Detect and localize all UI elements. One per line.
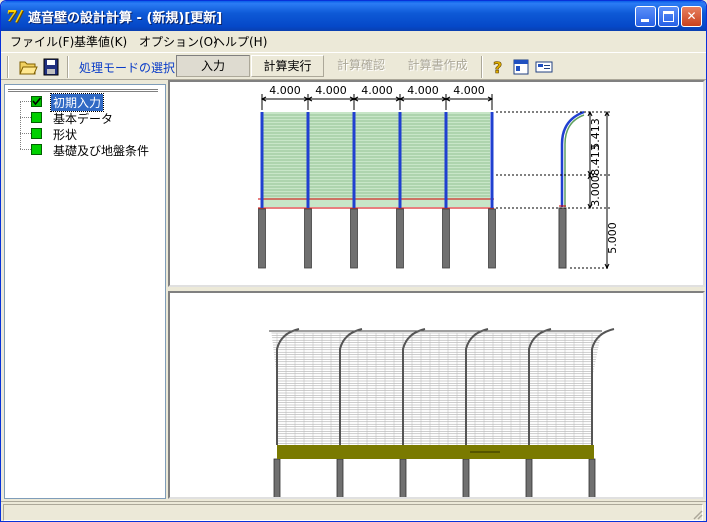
pile [588,458,596,500]
tree-connector [20,133,31,134]
tree-connector [20,117,31,118]
post [402,328,426,445]
menu-options[interactable]: オプション(O) [139,35,218,49]
section-pile [558,207,567,269]
status-square-icon [31,128,42,139]
pile [462,458,470,500]
tree-connector [20,101,31,102]
open-folder-icon[interactable] [18,57,38,77]
post [260,112,264,208]
title-bar[interactable]: 7/ 遮音壁の設計計算 - (新規)[更新] ✕ [1,1,706,31]
post [591,328,615,445]
create-report-button[interactable]: 計算書作成 [407,58,468,72]
toolbar: 処理モードの選択 入力 計算実行 計算確認 計算書作成 ? [1,52,706,80]
pile [399,458,407,500]
menu-file[interactable]: ファイル(F) [10,35,75,49]
section-panel [564,114,585,207]
tree-connector [20,149,31,150]
dim-total-label: 8.413 [589,144,602,176]
dim-lower-label: 3.000 [589,175,602,207]
menu-standard-values[interactable]: 基準値(K) [74,35,128,49]
status-bar [1,501,706,521]
check-calculation-button[interactable]: 計算確認 [336,58,385,72]
post [306,112,310,208]
span-dim-label: 4.000 [453,84,485,97]
svg-text:?: ? [493,58,502,77]
maximize-button[interactable] [658,6,679,27]
post [398,112,402,208]
pile [273,458,281,500]
tree-item-label: 初期入力 [49,93,105,112]
pile [442,208,450,269]
id-card-icon[interactable] [534,57,554,77]
pile [350,208,358,269]
span-dim-label: 4.000 [315,84,347,97]
toolbar-separator-2 [481,56,483,78]
pile [304,208,312,269]
toolbar-grip [7,56,9,78]
window-panel-icon[interactable] [511,57,531,77]
tree-item-label: 基本データ [53,112,114,126]
status-square-icon [31,112,42,123]
help-question-icon[interactable]: ? [488,57,508,77]
minimize-icon [641,19,649,22]
post [444,112,448,208]
perspective-wall [269,328,615,500]
pile [396,208,404,269]
span-dim-label: 4.000 [269,84,301,97]
concrete-base [277,445,594,459]
menu-help[interactable]: ヘルプ(H) [213,35,268,49]
close-button[interactable]: ✕ [681,6,702,27]
window-title: 遮音壁の設計計算 - (新規)[更新] [28,11,223,26]
post [490,112,494,208]
toolbar-separator [67,56,69,78]
pile [258,208,266,269]
save-disk-icon[interactable] [41,57,61,77]
perspective-drawing [269,328,615,500]
post [276,328,300,445]
span-dim-label: 4.000 [361,84,393,97]
posts-group [258,112,496,269]
maximize-icon [663,11,674,22]
status-square-icon [31,144,42,155]
menu-bar: ファイル(F) 基準値(K) オプション(O) ヘルプ(H) [1,31,706,51]
dim-arrow [444,96,494,102]
tree-header-rule [8,89,158,92]
status-panel [3,504,703,521]
resize-grip-icon[interactable] [691,508,703,520]
dim-arrows [587,110,610,270]
post [339,328,363,445]
input-tree-pane: 初期入力 基本データ 形状 基礎及び地盤条件 [4,84,166,499]
run-calculation-button[interactable]: 計算実行 [251,55,324,77]
pile [488,208,496,269]
post [465,328,489,445]
close-icon: ✕ [686,9,697,23]
tree-item-label: 形状 [53,128,78,142]
panel-rib-lines [262,114,490,197]
pile [336,458,344,500]
noise-panel-area [262,112,490,207]
perspective-3d-view[interactable] [168,291,705,500]
section-post [560,110,585,207]
span-dimensions: 4.000 4.000 4.000 4.000 4.000 [260,84,494,110]
input-mode-button[interactable]: 入力 [176,55,250,77]
post [352,112,356,208]
elevation-drawing-view[interactable]: 4.000 4.000 4.000 4.000 4.000 5.413 8.413 3.… [168,80,705,287]
elevation-drawing: 4.000 4.000 4.000 4.000 4.000 5.413 8.413 3.… [258,84,619,270]
app-logo-icon[interactable]: 7/ [6,7,22,25]
mode-select-label: 処理モードの選択 [79,61,176,75]
dim-upper-label: 5.413 [589,118,602,150]
pile [525,458,533,500]
post [528,328,552,445]
span-dim-label: 4.000 [407,84,439,97]
checkmark-icon [31,96,42,107]
tree-item-label: 基礎及び地盤条件 [53,144,150,158]
tree-connector [20,101,21,149]
minimize-button[interactable] [635,6,656,27]
dim-foundation-label: 5.000 [606,222,619,254]
